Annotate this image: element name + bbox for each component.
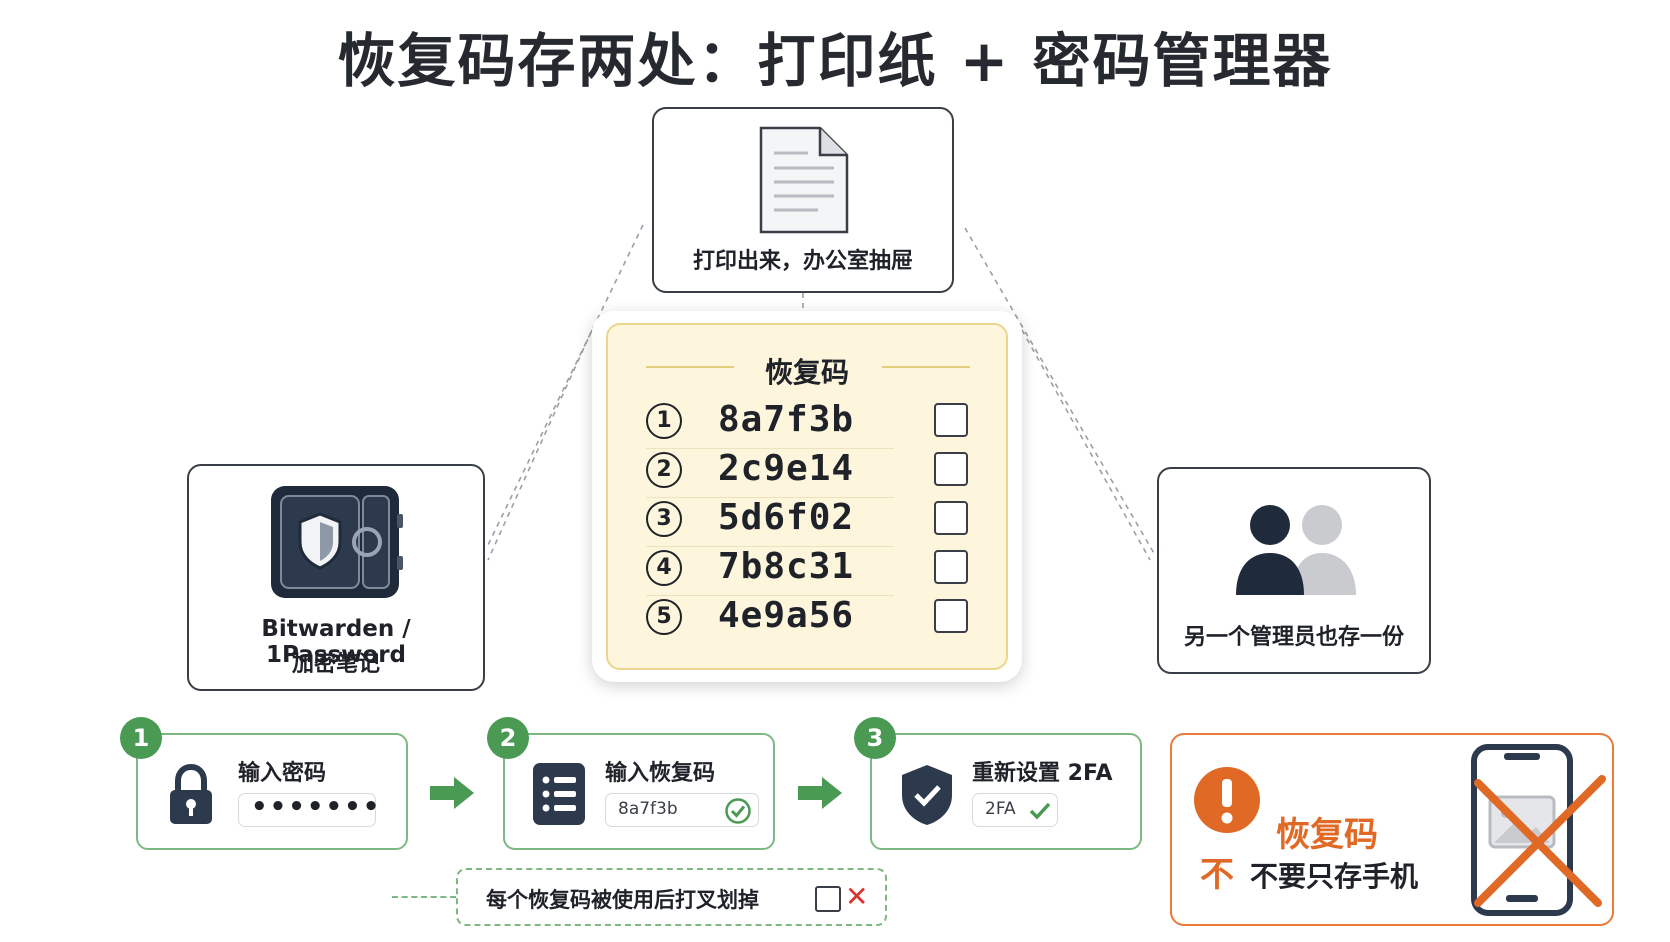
step-title: 输入恢复码 [605,761,716,786]
recovery-code-row: 5 4e9a56 [646,593,968,645]
code-value: 2c9e14 [718,448,855,489]
code-value: 7b8c31 [718,546,855,587]
page-title: 恢复码存两处：打印纸 + 密码管理器 [337,27,1333,95]
code-value: 5d6f02 [718,497,855,538]
second-admin-card: 另一个管理员也存一份 [1157,467,1431,674]
crossed-phone-icon [1471,744,1606,916]
vault-safe-icon [271,486,403,598]
recovery-code-value: 8a7f3b [618,799,678,819]
step-reset-2fa: 3 重新设置 2FA 2FA [854,717,1142,850]
code-checkbox[interactable] [934,599,968,633]
recovery-code-field[interactable]: 8a7f3b [605,793,759,827]
recovery-code-row: 3 5d6f02 [646,495,968,547]
no-icon: 不 [1200,855,1234,895]
step-enter-recovery-code: 2 输入恢复码 8a7f3b [487,717,775,850]
step-badge: 3 [854,717,896,759]
code-index: 1 [646,403,682,439]
code-index: 3 [646,501,682,537]
password-field[interactable]: ••••••• [238,793,379,827]
password-manager-card: Bitwarden / 1Password 加密笔记 [187,464,485,691]
code-value: 8a7f3b [718,399,855,440]
step-title: 重新设置 2FA [972,761,1113,786]
arrow-right-icon [430,777,474,809]
step-badge: 1 [120,717,162,759]
shield-check-icon [902,765,952,825]
note-text: 每个恢复码被使用后打叉划掉 [486,888,759,912]
connector-codes-admin [1021,329,1151,561]
code-checkbox[interactable] [934,550,968,584]
recovery-code-row: 1 8a7f3b [646,397,968,449]
code-checkbox[interactable] [934,501,968,535]
note-leader-line [392,896,456,898]
recovery-codes-header: 恢复码 [608,351,1006,389]
warning-title: 恢复码 [1276,815,1378,855]
check-circle-icon [725,798,751,824]
code-value: 4e9a56 [718,595,855,636]
arrow-right-icon [798,777,842,809]
cross-mark-icon: ✕ [845,880,869,913]
recovery-codes-card: 恢复码 1 8a7f3b 2 2c9e14 3 5d6f02 4 7b8c31 [592,311,1022,682]
step-enter-password: 1 输入密码 ••••••• [120,717,408,850]
recovery-codes-sheet: 恢复码 1 8a7f3b 2 2c9e14 3 5d6f02 4 7b8c31 [606,323,1008,670]
admin-caption: 另一个管理员也存一份 [1183,625,1404,650]
lock-icon [170,763,212,824]
vault-caption-note: 加密笔记 [291,652,380,677]
step-title: 输入密码 [238,761,327,786]
code-index: 4 [646,550,682,586]
connector-codes-vault [487,329,593,561]
code-checkbox[interactable] [934,403,968,437]
step-badge: 2 [487,717,529,759]
recovery-code-row: 4 7b8c31 [646,544,968,596]
warning-text: 不要只存手机 [1250,860,1419,893]
2fa-field[interactable]: 2FA [972,793,1058,827]
warning-card: 恢复码 不 不要只存手机 [1170,733,1614,926]
connector-paper-admin [964,227,1156,556]
2fa-value: 2FA [985,799,1016,819]
recovery-codes-heading: 恢复码 [764,356,849,389]
note-checkbox [815,886,841,912]
paper-caption: 打印出来，办公室抽屉 [692,249,913,274]
printed-paper-card: 打印出来，办公室抽屉 [652,107,954,293]
exclamation-icon [1194,767,1260,833]
document-icon [759,126,849,234]
list-icon [533,763,585,825]
code-checkbox[interactable] [934,452,968,486]
code-index: 5 [646,599,682,635]
check-icon [1029,802,1051,820]
cross-out-note: 每个恢复码被使用后打叉划掉 ✕ [456,868,887,926]
vault-caption-apps: Bitwarden / 1Password [261,616,411,668]
two-admins-icon [1236,505,1356,595]
recovery-code-row: 2 2c9e14 [646,446,968,498]
code-index: 2 [646,452,682,488]
